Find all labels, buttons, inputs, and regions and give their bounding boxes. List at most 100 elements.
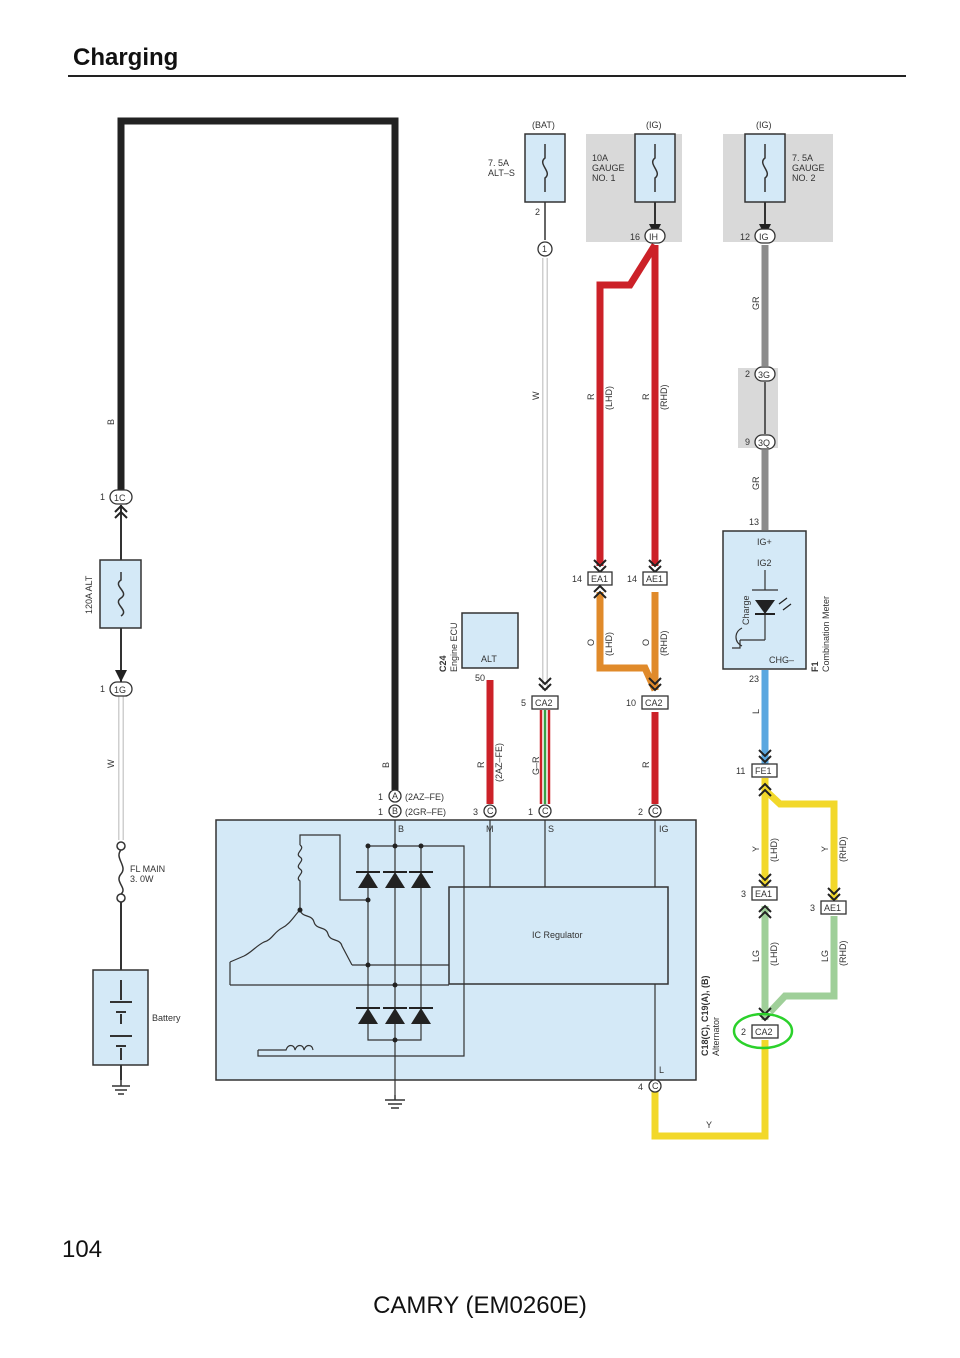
svg-text:R: R	[476, 761, 486, 768]
svg-text:1: 1	[378, 792, 383, 802]
svg-text:L: L	[751, 709, 761, 714]
conn-1g: 1G	[114, 685, 126, 695]
svg-text:10: 10	[626, 698, 636, 708]
svg-text:C: C	[487, 806, 494, 816]
svg-text:(2GR–FE): (2GR–FE)	[405, 807, 446, 817]
ground-icon	[385, 1095, 405, 1109]
wire-yellow-l	[651, 1040, 769, 1140]
svg-text:3: 3	[473, 807, 478, 817]
svg-text:C18(C), C19(A), (B): C18(C), C19(A), (B)	[700, 975, 710, 1056]
svg-text:16: 16	[630, 232, 640, 242]
svg-text:3. 0W: 3. 0W	[130, 874, 154, 884]
svg-text:Combination Meter: Combination Meter	[821, 596, 831, 672]
svg-text:11: 11	[736, 766, 745, 776]
conn-ea1: EA1	[591, 574, 608, 584]
svg-text:7. 5A: 7. 5A	[792, 153, 813, 163]
svg-text:(RHD): (RHD)	[659, 631, 669, 657]
svg-text:LG: LG	[820, 950, 830, 962]
charge-led-icon	[755, 600, 775, 614]
fl-main-label: FL MAIN	[130, 864, 165, 874]
svg-text:GR: GR	[751, 476, 761, 490]
svg-text:1: 1	[378, 807, 383, 817]
conn-a: A	[392, 791, 398, 801]
svg-text:Y: Y	[751, 846, 761, 852]
svg-text:C24: C24	[438, 655, 448, 672]
svg-text:3: 3	[810, 903, 815, 913]
ic-regulator	[448, 886, 669, 985]
svg-text:L: L	[659, 1065, 664, 1075]
svg-text:23: 23	[749, 674, 759, 684]
svg-text:O: O	[641, 639, 651, 646]
conn-1c: 1C	[114, 493, 126, 503]
svg-text:R: R	[641, 761, 651, 768]
junction-shade	[738, 368, 778, 448]
svg-text:(RHD): (RHD)	[659, 385, 669, 411]
header-rule	[68, 75, 906, 77]
svg-text:(LHD): (LHD)	[769, 838, 779, 862]
svg-text:3: 3	[741, 889, 746, 899]
conn-ca2-5: CA2	[535, 698, 553, 708]
svg-text:(LHD): (LHD)	[769, 942, 779, 966]
svg-text:(RHD): (RHD)	[838, 941, 848, 967]
svg-text:(2AZ–FE): (2AZ–FE)	[494, 743, 504, 782]
svg-text:2: 2	[535, 207, 540, 217]
conn-ig: IG	[759, 232, 769, 242]
conn-3g: 3G	[758, 370, 770, 380]
svg-text:50: 50	[475, 673, 485, 683]
wire-yellow-rhd	[762, 787, 838, 900]
svg-text:4: 4	[638, 1082, 643, 1092]
svg-text:CHG–: CHG–	[769, 655, 794, 665]
conn-fe1: FE1	[755, 766, 772, 776]
svg-text:W: W	[531, 391, 541, 400]
svg-text:IG2: IG2	[757, 558, 772, 568]
svg-text:2: 2	[745, 369, 750, 379]
svg-text:B: B	[106, 419, 116, 425]
svg-text:(IG): (IG)	[756, 120, 772, 130]
svg-text:ALT: ALT	[481, 654, 497, 664]
svg-text:G–R: G–R	[531, 756, 541, 775]
svg-text:IC Regulator: IC Regulator	[532, 930, 583, 940]
svg-text:Alternator: Alternator	[711, 1017, 721, 1056]
svg-text:B: B	[398, 824, 404, 834]
svg-text:1: 1	[542, 244, 547, 254]
bat-header: (BAT)	[532, 120, 555, 130]
highlight-ring	[732, 1012, 794, 1050]
conn-ae1: AE1	[646, 574, 663, 584]
svg-text:120A ALT: 120A ALT	[84, 575, 94, 614]
conn-ae1-lower: AE1	[824, 903, 841, 913]
fuse-120a-alt	[99, 559, 142, 629]
svg-text:B: B	[381, 762, 391, 768]
svg-text:C: C	[542, 806, 549, 816]
svg-text:Charge: Charge	[741, 595, 751, 625]
svg-text:GAUGE: GAUGE	[792, 163, 825, 173]
svg-text:1: 1	[528, 807, 533, 817]
svg-text:ALT–S: ALT–S	[488, 168, 515, 178]
svg-text:C: C	[652, 1081, 659, 1091]
conn-b: B	[392, 806, 398, 816]
svg-text:W: W	[106, 759, 116, 768]
svg-text:GR: GR	[751, 296, 761, 310]
engine-ecu	[461, 612, 519, 669]
wire-lg-rhd	[767, 916, 838, 1015]
svg-text:R: R	[586, 393, 596, 400]
svg-text:7. 5A: 7. 5A	[488, 158, 509, 168]
wire-red-lhd	[596, 243, 658, 566]
svg-text:S: S	[548, 824, 554, 834]
ground-icon	[112, 1080, 130, 1095]
conn-ea1-lower: EA1	[755, 889, 772, 899]
svg-text:10A: 10A	[592, 153, 608, 163]
svg-text:9: 9	[745, 437, 750, 447]
svg-text:(LHD): (LHD)	[604, 632, 614, 656]
svg-text:2: 2	[741, 1027, 746, 1037]
svg-text:LG: LG	[751, 950, 761, 962]
svg-text:R: R	[641, 393, 651, 400]
svg-text:1: 1	[100, 492, 105, 502]
wire-black-b	[117, 117, 399, 790]
svg-text:O: O	[586, 639, 596, 646]
conn-ih: IH	[649, 232, 658, 242]
svg-text:IG+: IG+	[757, 537, 772, 547]
svg-text:14: 14	[627, 574, 637, 584]
svg-text:(RHD): (RHD)	[838, 837, 848, 863]
svg-text:2: 2	[638, 807, 643, 817]
